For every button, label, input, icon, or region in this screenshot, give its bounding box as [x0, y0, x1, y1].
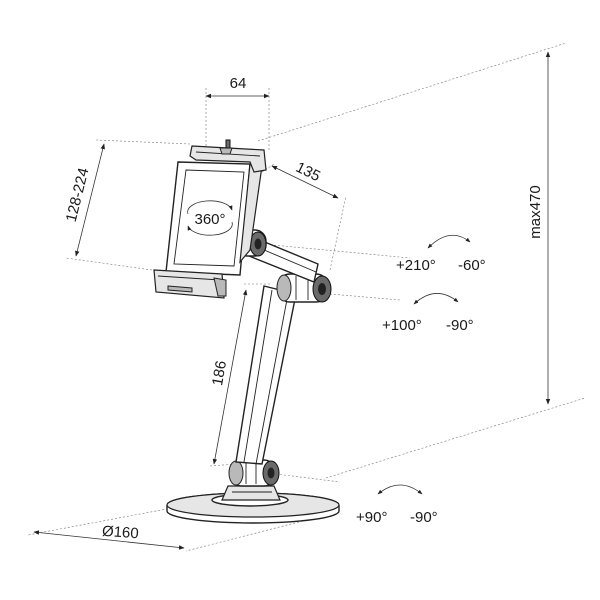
- tablet-holder: [153, 139, 267, 299]
- max-height-label: max470: [527, 185, 544, 238]
- base-disc: [166, 485, 340, 524]
- base-joint-minus: -90°: [410, 509, 438, 526]
- holder-width-label: 64: [230, 75, 247, 92]
- tablet-stand: 360°: [153, 139, 340, 524]
- middle-hinge: [276, 273, 332, 303]
- middle-joint-rotation: +100° -90°: [382, 293, 474, 334]
- rotation-360-indicator: 360°: [187, 200, 233, 236]
- max-height-dimension: max470: [257, 42, 586, 479]
- upper-joint-rotation: +210° -60°: [396, 234, 486, 274]
- middle-joint-leader: [329, 293, 401, 301]
- middle-joint-plus: +100°: [382, 317, 422, 334]
- base-joint-leader: [275, 473, 341, 483]
- base-joint-plus: +90°: [356, 509, 387, 526]
- base-hinge: [228, 459, 280, 487]
- middle-joint-minus: -90°: [446, 317, 474, 334]
- upper-joint-plus: +210°: [396, 257, 436, 274]
- base-joint-rotation: +90° -90°: [356, 484, 438, 526]
- lower-pole: [235, 285, 297, 465]
- rotation-360-label: 360°: [194, 211, 225, 228]
- base-diameter-label: Ø160: [101, 523, 139, 543]
- upper-joint-leader: [261, 243, 411, 259]
- pole-length-label: 186: [209, 359, 230, 387]
- holder-width-dimension: 64: [205, 75, 270, 152]
- arm-length-label: 135: [293, 159, 323, 185]
- upper-joint-minus: -60°: [458, 257, 486, 274]
- holder-range-label: 128-224: [63, 166, 93, 224]
